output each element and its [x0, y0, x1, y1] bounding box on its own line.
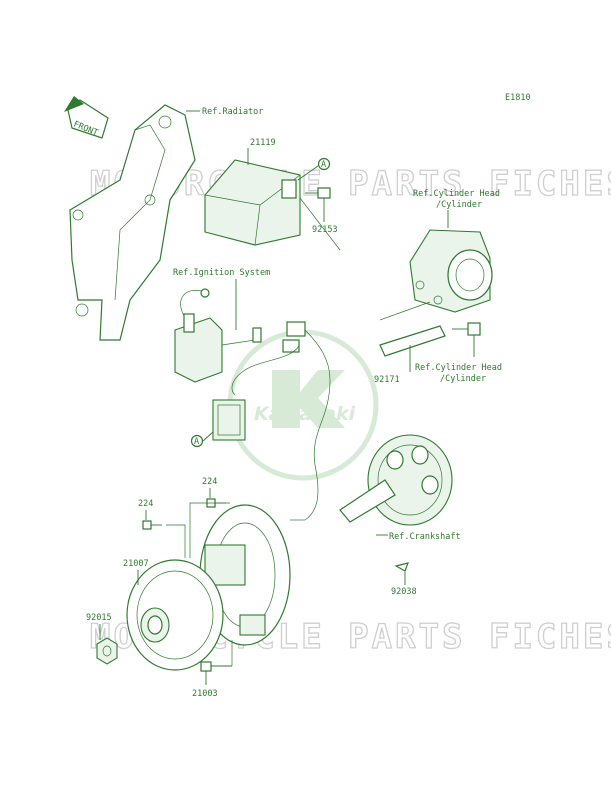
- crankshaft-rotor: [339, 434, 453, 526]
- callout-a-lower: A: [190, 431, 214, 448]
- label-ref-crankshaft: Ref.Crankshaft: [389, 532, 461, 542]
- diagram-code: E1810: [505, 93, 531, 103]
- kawasaki-watermark-logo: Kawasaki: [227, 329, 379, 481]
- label-92171: 92171: [374, 375, 400, 385]
- label-92015: 92015: [86, 613, 112, 623]
- label-92038: 92038: [391, 587, 417, 597]
- bolt-cylinder-head: [452, 322, 481, 336]
- front-arrow-icon: FRONT: [64, 96, 109, 139]
- woodruff-key-92038: [394, 562, 409, 572]
- frame-bracket: [69, 104, 196, 341]
- flywheel-21007: [126, 559, 224, 671]
- cylinder-head-part: [409, 229, 493, 313]
- nut-92015: [96, 637, 118, 665]
- label-21007: 21007: [123, 559, 149, 569]
- label-ref-cyl-head-top-1: Ref.Cylinder Head: [413, 189, 500, 199]
- callout-a-top: A: [297, 157, 331, 181]
- label-ref-cyl-head-mid-1: Ref.Cylinder Head: [415, 363, 502, 373]
- kawasaki-logo-text: Kawasaki: [254, 403, 356, 425]
- label-ref-radiator: Ref.Radiator: [202, 107, 263, 117]
- label-21119: 21119: [250, 138, 276, 148]
- wiring-harness: [212, 321, 331, 521]
- ignition-coil: [174, 288, 262, 383]
- label-ref-cyl-head-top-2: /Cylinder: [436, 200, 482, 210]
- clamp-92171: [379, 301, 446, 357]
- label-ref-ignition: Ref.Ignition System: [173, 268, 270, 278]
- screw-224-left: [142, 520, 162, 530]
- label-92153: 92153: [312, 225, 338, 235]
- label-ref-cyl-head-mid-2: /Cylinder: [440, 374, 486, 384]
- label-224-right: 224: [202, 477, 217, 487]
- svg-text:A: A: [194, 437, 199, 447]
- bolt-21003: [200, 661, 232, 672]
- svg-text:A: A: [321, 160, 326, 170]
- cdi-unit-21119: [204, 159, 301, 246]
- label-21003: 21003: [192, 689, 218, 699]
- label-224-left: 224: [138, 499, 153, 509]
